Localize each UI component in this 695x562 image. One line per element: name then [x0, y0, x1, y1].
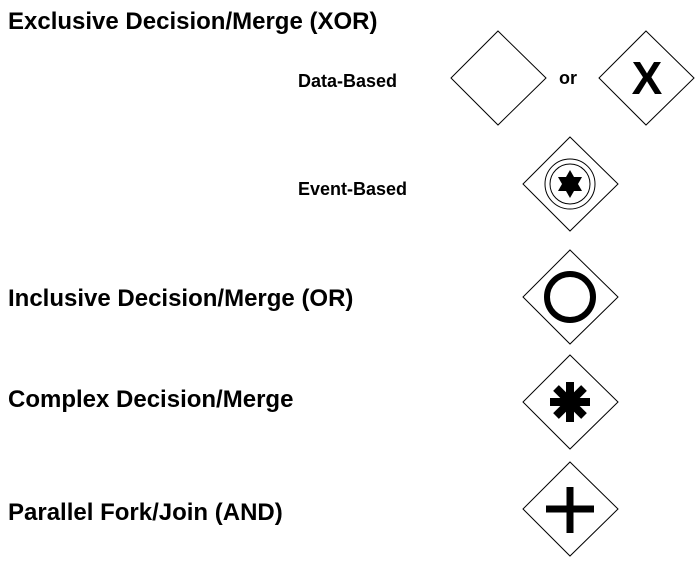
diamond-icon — [450, 30, 547, 126]
inclusive-gateway-title: Inclusive Decision/Merge (OR) — [8, 285, 354, 312]
diamond-asterisk-icon — [522, 354, 619, 450]
complex-gateway-title: Complex Decision/Merge — [8, 386, 294, 413]
diamond-x-icon: X — [598, 30, 695, 126]
diamond-circle-icon — [522, 249, 619, 345]
data-based-label: Data-Based — [298, 71, 398, 91]
or-label: or — [559, 68, 577, 88]
exclusive-gateway-title: Exclusive Decision/Merge (XOR) — [8, 8, 378, 35]
svg-text:X: X — [632, 52, 663, 104]
diamond-double-circle-star-icon — [522, 136, 619, 232]
diamond-plus-icon — [522, 461, 619, 557]
event-based-label: Event-Based — [298, 179, 408, 199]
parallel-gateway-title: Parallel Fork/Join (AND) — [8, 499, 283, 526]
